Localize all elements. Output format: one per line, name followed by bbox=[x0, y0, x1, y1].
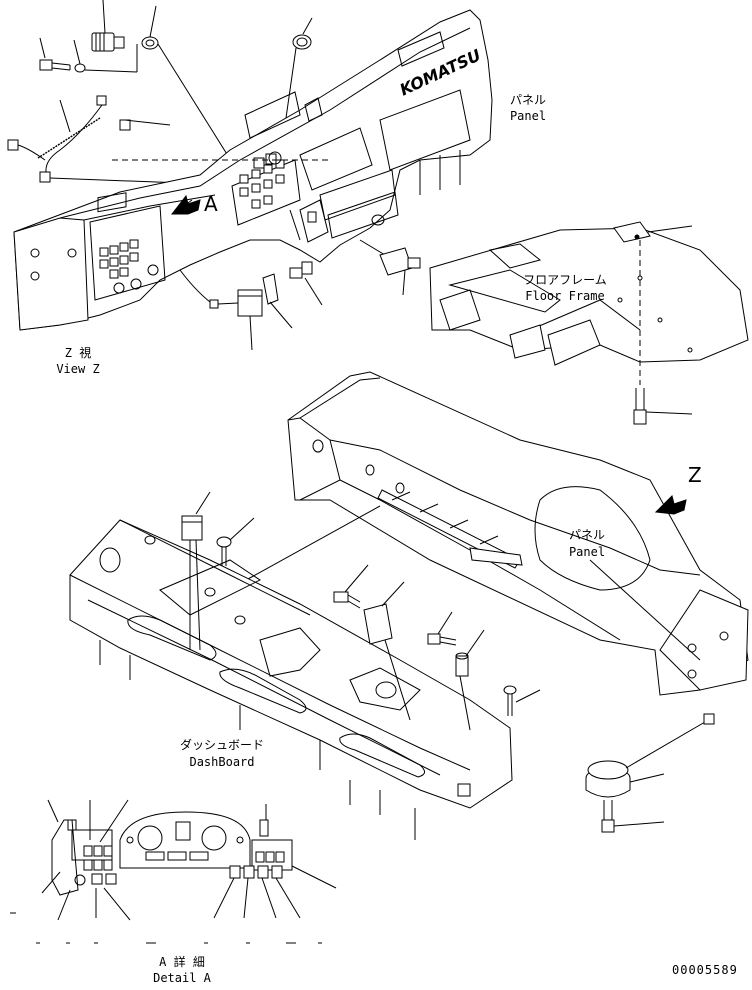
top-small-parts bbox=[39, 0, 313, 176]
callout-a-marker: A bbox=[204, 192, 218, 216]
switch-part bbox=[91, 0, 125, 52]
panel-lower-parts bbox=[179, 247, 421, 351]
panel-view-z bbox=[13, 9, 493, 331]
dashboard-label-en: DashBoard bbox=[189, 755, 255, 769]
view-z-label-en: View Z bbox=[56, 362, 100, 376]
floor-frame-label-en: Floor Frame bbox=[525, 289, 605, 303]
washer-part bbox=[73, 39, 86, 73]
grommet-part bbox=[279, 17, 313, 161]
panel-middle-label-en: Panel bbox=[568, 545, 606, 559]
panel-top-label-en: Panel bbox=[509, 109, 547, 123]
dash-bracket bbox=[363, 581, 411, 721]
dash-screw bbox=[216, 517, 255, 566]
dash-bolt bbox=[333, 564, 369, 609]
dash-screw-2 bbox=[503, 685, 541, 716]
floor-frame-label-jp: フロアフレーム bbox=[523, 273, 607, 287]
panel-middle-label-jp: パネル bbox=[568, 528, 606, 542]
bolt-part bbox=[39, 37, 71, 71]
z-view-marker: Z bbox=[688, 463, 702, 487]
detail-a-label-jp: A 詳 細 bbox=[159, 955, 205, 969]
panel-top-label-jp: パネル bbox=[509, 93, 547, 107]
drawing-number: 00005589 bbox=[672, 963, 738, 977]
dashboard bbox=[69, 491, 541, 840]
bolt-floor-frame bbox=[633, 388, 693, 425]
dash-bolt-2 bbox=[427, 611, 457, 646]
panel-middle bbox=[209, 371, 749, 696]
o-ring-part bbox=[141, 5, 159, 50]
detail-a bbox=[10, 799, 337, 944]
wiring-harness bbox=[7, 95, 236, 186]
dashboard-label-jp: ダッシュボード bbox=[179, 738, 265, 752]
dash-spacer bbox=[455, 629, 485, 731]
view-z-label-jp: Z 視 bbox=[64, 346, 92, 360]
floor-frame bbox=[429, 221, 749, 425]
detail-a-label-en: Detail A bbox=[153, 971, 211, 985]
buzzer-part bbox=[585, 713, 715, 833]
dash-relay bbox=[181, 491, 211, 651]
